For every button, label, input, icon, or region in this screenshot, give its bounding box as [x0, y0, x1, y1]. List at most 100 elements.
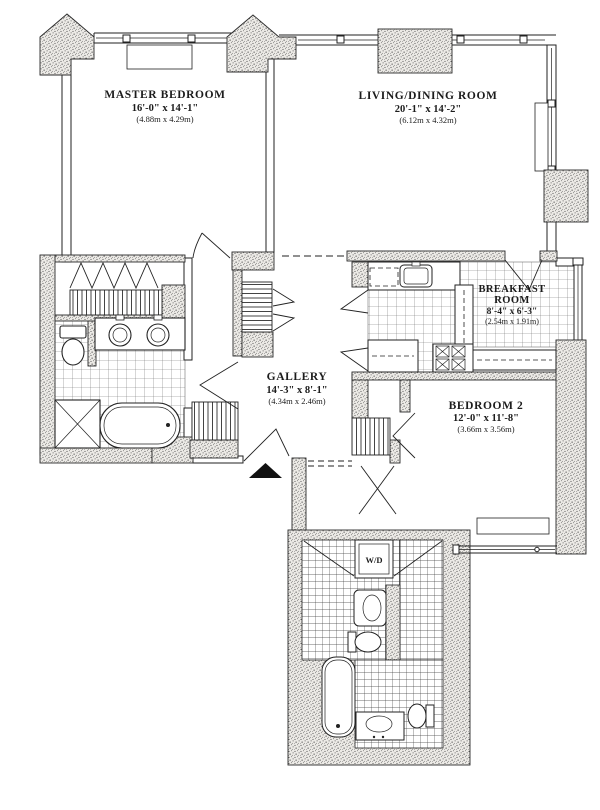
door-swing — [303, 540, 355, 577]
wall — [61, 58, 72, 263]
wall — [54, 254, 186, 263]
bath-b-fixtures — [321, 656, 435, 741]
entry-door — [243, 428, 290, 462]
kitchen — [367, 261, 557, 373]
entry-arrow — [249, 463, 282, 478]
window-bedroom2 — [452, 517, 557, 555]
shower — [54, 399, 101, 449]
sink-basin — [365, 715, 393, 733]
wall — [161, 284, 186, 319]
accordion-closet-doors — [69, 261, 159, 290]
gallery-closet — [241, 281, 273, 333]
closet-door — [272, 313, 296, 332]
faucet — [411, 261, 421, 267]
washer-dryer-label: W/D — [366, 555, 383, 565]
toilet-tank — [59, 325, 87, 339]
master-bedroom-label: MASTER BEDROOM — [104, 89, 225, 101]
bedroom2-dims: 12'-0" x 11'-8" — [453, 413, 519, 424]
bathtub-inner — [324, 659, 353, 735]
door-swing — [360, 465, 397, 515]
swing-door — [339, 289, 369, 314]
pillar — [226, 14, 297, 73]
washer-dryer — [354, 539, 394, 579]
wall — [265, 58, 275, 253]
wall — [232, 269, 243, 357]
wall — [389, 439, 401, 464]
upper-cabinet — [369, 267, 399, 287]
sink-basin — [362, 594, 382, 622]
wall — [351, 261, 369, 288]
bath-door — [199, 361, 239, 410]
bathtub — [99, 402, 181, 449]
wall — [399, 379, 411, 413]
sink-basin — [150, 327, 166, 343]
wall — [555, 257, 575, 267]
window-bay — [126, 44, 193, 70]
faucet — [381, 735, 385, 739]
toilet — [407, 703, 427, 729]
gallery-metric: (4.34m x 2.46m) — [268, 396, 325, 406]
living-dining-dims: 20'-1" x 14'-2" — [395, 104, 462, 115]
bath-closet — [191, 401, 239, 441]
door-swing — [358, 465, 395, 515]
wall — [351, 371, 558, 381]
closet-door — [272, 288, 296, 307]
faucet — [153, 314, 163, 321]
room-labels: MASTER BEDROOM 16'-0" x 14'-1" (4.88m x … — [104, 89, 545, 565]
kitchen-sink-basin — [403, 267, 429, 285]
wall — [39, 254, 56, 456]
toilet — [354, 631, 382, 653]
stove — [432, 343, 474, 373]
window-seat — [476, 517, 550, 535]
door-leaf — [201, 232, 231, 259]
breakfast-door — [504, 259, 543, 291]
master-closet — [69, 289, 163, 316]
wall — [241, 331, 274, 358]
wall — [555, 339, 587, 555]
breakfast-label-2: ROOM — [494, 295, 529, 306]
bedroom2-label: BEDROOM 2 — [449, 400, 524, 412]
wall — [346, 250, 506, 262]
service-core — [301, 539, 444, 749]
toilet-tank — [425, 704, 435, 728]
breakfast-metric: (2.54m x 1.91m) — [485, 317, 539, 326]
tub-drain — [336, 724, 340, 728]
bath-hall-floor — [399, 539, 444, 661]
faucet — [372, 735, 376, 739]
counter — [472, 349, 557, 371]
bath-a-fixtures — [347, 589, 387, 653]
door-arc — [192, 232, 203, 259]
doors — [192, 232, 543, 515]
hall-closet — [351, 417, 391, 456]
window-living-right — [534, 44, 557, 259]
gallery-label: GALLERY — [267, 371, 328, 383]
living-dining-label: LIVING/DINING ROOM — [359, 90, 498, 102]
living-dining-metric: (6.12m x 4.32m) — [399, 115, 456, 125]
pillar — [543, 169, 589, 223]
closets — [69, 261, 391, 456]
gallery-dims: 14'-3" x 8'-1" — [266, 385, 327, 396]
swing-door — [339, 347, 369, 372]
breakfast-dims: 8'-4" x 6'-3" — [487, 307, 538, 317]
wall — [189, 439, 239, 459]
master-bedroom-dims: 16'-0" x 14'-1" — [132, 103, 199, 114]
pillar — [377, 28, 453, 74]
bedroom2-metric: (3.66m x 3.56m) — [457, 424, 514, 434]
wall — [231, 251, 275, 271]
bathtub — [321, 656, 356, 738]
tub-drain — [166, 423, 170, 427]
window-breakfast-right — [572, 257, 584, 348]
wall — [39, 447, 153, 464]
faucet — [115, 314, 125, 321]
wall — [291, 457, 307, 536]
bedroom2-door — [392, 412, 416, 459]
master-bath — [54, 314, 186, 449]
breakfast-label-1: BREAKFAST — [479, 284, 546, 295]
breakfast-floor — [459, 261, 575, 348]
window-master-top — [93, 32, 233, 70]
wall — [385, 584, 401, 661]
master-bedroom-metric: (4.88m x 4.29m) — [136, 114, 193, 124]
window-seat — [534, 102, 549, 172]
